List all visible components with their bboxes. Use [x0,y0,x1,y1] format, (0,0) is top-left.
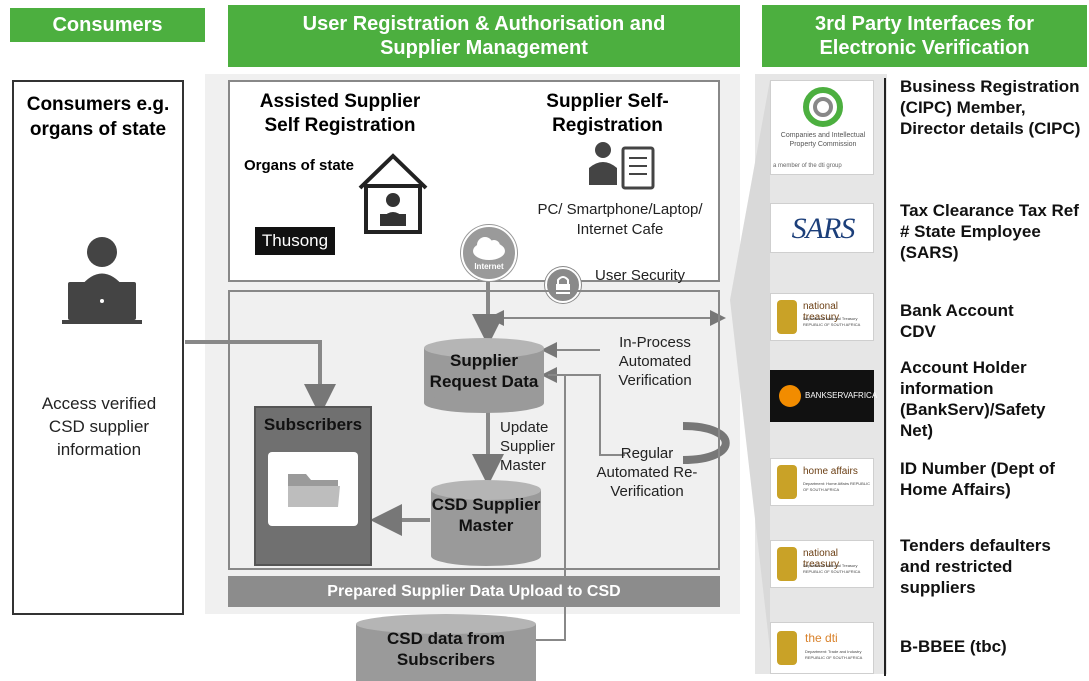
bankserv-logo-text: BANKSERVAFRICA [805,391,878,400]
bankserv-sun-icon [779,385,801,407]
prepared-upload-bar: Prepared Supplier Data Upload to CSD [228,576,720,607]
assisted-registration-title: Assisted Supplier Self Registration [259,91,421,136]
folder-tile [268,452,358,526]
organs-of-state-label: Organs of state [244,157,355,174]
csd-data-subscribers-cylinder [356,614,536,681]
treasury-logo-text: national treasury [803,301,840,323]
interface-wedge [730,80,770,650]
processing-box [228,290,720,570]
header-third-party: 3rd Party Interfaces for Electronic Veri… [762,5,1087,67]
cipc-logo-text: Companies and Intellectual Property Comm… [780,132,866,148]
home-affairs-description: ID Number (Dept of Home Affairs) [900,459,1055,499]
home-affairs-logo: home affairs Department: Home Affairs RE… [770,458,874,506]
self-registration-title: Supplier Self-Registration [546,91,669,136]
dti-logo-text: the dti [805,631,838,645]
folder-icon [288,474,340,507]
interfaces-divider [884,78,886,676]
supplier-request-data-label: Supplier Request Data [429,351,539,391]
coat-of-arms-icon [777,465,797,499]
home-affairs-logo-sub: Department: Home Affairs REPUBLIC OF SOU… [803,481,871,492]
sars-logo: SARS [770,203,874,253]
supplier-request-data-cylinder [424,338,544,413]
tender-defaulters-description: Tenders defaulters and restricted suppli… [900,536,1051,597]
reverification-curve [682,422,730,464]
consumer-to-subscribers-arrow [185,340,336,416]
devices-label: PC/ Smartphone/Laptop/ Internet Cafe [537,201,703,238]
cipc-description: Business Registration (CIPC) Member, Dir… [900,77,1081,138]
access-verified-text: Access verified CSD supplier information [41,394,157,459]
coat-of-arms-icon [777,631,797,665]
padlock-shape [556,276,570,294]
bankserv-description: Account Holder information (BankServ)/Sa… [900,358,1046,440]
user-security-label: User Security [595,267,686,284]
businessman-clipboard-icon [589,142,655,190]
consumers-title: Consumers e.g. organs of state [26,94,170,140]
internet-label: Internet [474,262,504,271]
bankserv-logo: BANKSERVAFRICA [770,370,878,422]
treasury-logo-text-2: national treasury [803,548,840,570]
home-affairs-logo-text: home affairs [803,466,858,477]
csd-data-subscribers-label: CSD data from Subscribers [386,629,506,669]
subscribers-box: Subscribers [254,406,372,566]
cipc-emblem-icon [803,87,843,127]
in-process-verification-label: In-Process Automated Verification [618,334,692,389]
dti-logo: the dti Department: Trade and Industry R… [770,622,874,674]
header-consumers: Consumers [10,8,205,42]
bank-account-description: Bank Account CDV [900,301,1014,341]
csd-supplier-master-cylinder [431,480,541,566]
coat-of-arms-icon [777,300,797,334]
cloud-icon [473,237,505,260]
bbbee-description: B-BBEE (tbc) [900,637,1007,656]
dti-logo-sub: Department: Trade and Industry REPUBLIC … [805,649,863,660]
regular-reverification-label: Regular Automated Re-Verification [596,445,698,500]
lock-icon [545,267,581,303]
user-laptop-icon [62,237,142,324]
house-user-icon [358,153,428,234]
sars-logo-text: SARS [791,212,856,245]
treasury-logo-sub: Department: National Treasury REPUBLIC O… [803,316,861,327]
coat-of-arms-icon [777,547,797,581]
internet-globe-icon: Internet [461,225,517,281]
national-treasury-logo-2: national treasury Department: National T… [770,540,874,588]
consumers-box: Consumers e.g. organs of state Access ve… [12,80,184,615]
cipc-logo-sub: a member of the dti group [773,163,842,169]
national-treasury-logo: national treasury Department: National T… [770,293,874,341]
csd-supplier-master-label: CSD Supplier Master [431,495,541,535]
thusong-label: Thusong [255,227,335,255]
cipc-logo: Companies and Intellectual Property Comm… [770,80,874,175]
sars-description: Tax Clearance Tax Ref # State Employee (… [900,201,1079,262]
treasury-logo-sub-2: Department: National Treasury REPUBLIC O… [803,563,861,574]
header-registration: User Registration & Authorisation and Su… [228,5,740,67]
update-supplier-master-label: Update Supplier Master [500,419,556,474]
subscribers-label: Subscribers [263,415,363,434]
